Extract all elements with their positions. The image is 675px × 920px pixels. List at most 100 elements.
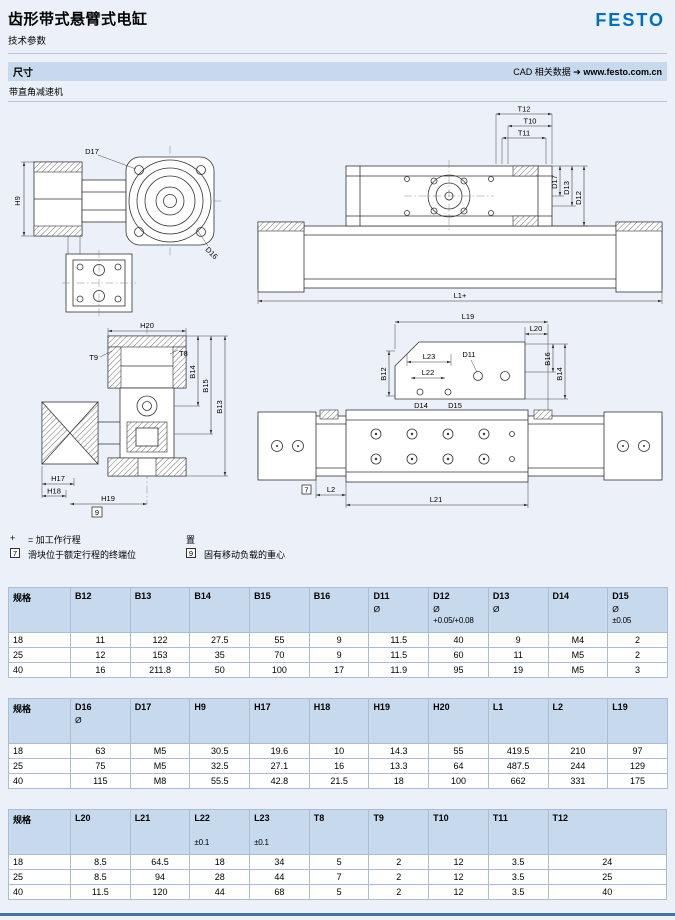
value-cell: 5: [308, 854, 370, 870]
value-cell: 100: [428, 773, 489, 789]
column-header-h9: H9: [189, 698, 251, 744]
legend-wrap-text: 置: [186, 535, 196, 545]
value-cell: 40: [547, 884, 667, 900]
column-header-h17: H17: [249, 698, 310, 744]
column-header-t12: T12: [547, 809, 667, 855]
value-cell: 3.5: [487, 854, 549, 870]
size-cell: 25: [8, 647, 71, 663]
value-cell: 18: [368, 773, 430, 789]
dim-label-l21: L21: [430, 495, 443, 504]
value-cell: 21.5: [308, 773, 370, 789]
dim-label-b13: B13: [215, 400, 224, 413]
view-gearbox-front: H9 D17 D16: [13, 146, 224, 316]
column-header-b12: B12: [70, 587, 131, 633]
value-cell: 7: [308, 869, 370, 885]
value-cell: 16: [308, 758, 370, 774]
dim-label-d15: D15: [448, 401, 462, 410]
dim-label-t12: T12: [518, 105, 531, 114]
value-cell: 12: [428, 884, 489, 900]
cad-url[interactable]: www.festo.com.cn: [583, 67, 662, 77]
value-cell: 2: [607, 647, 668, 663]
value-cell: M5: [547, 647, 609, 663]
size-cell: 40: [8, 884, 71, 900]
value-cell: 18: [189, 854, 251, 870]
view-slide-top: L19 L20 L23 L22 D11 B12 B16: [257, 312, 663, 508]
value-cell: 210: [547, 743, 609, 759]
value-cell: M5: [129, 743, 191, 759]
value-cell: 68: [249, 884, 310, 900]
value-cell: 55: [249, 632, 310, 648]
value-cell: 19: [487, 662, 549, 678]
value-cell: 55: [428, 743, 489, 759]
value-cell: 244: [547, 758, 609, 774]
column-header-t10: T10: [428, 809, 489, 855]
value-cell: 2: [368, 869, 430, 885]
value-cell: 100: [249, 662, 310, 678]
value-cell: 120: [129, 884, 191, 900]
value-cell: 3.5: [487, 884, 549, 900]
dim-label-d14: D14: [414, 401, 428, 410]
dim-label-d13: D13: [562, 181, 571, 195]
value-cell: 25: [547, 869, 667, 885]
value-cell: 9: [487, 632, 549, 648]
dim-label-h9: H9: [13, 196, 22, 206]
size-cell: 18: [8, 632, 71, 648]
value-cell: 153: [129, 647, 191, 663]
column-header-b13: B13: [129, 587, 191, 633]
value-cell: 2: [368, 884, 430, 900]
column-header-l2: L2: [547, 698, 609, 744]
page-bottom-rule: [0, 913, 675, 916]
value-cell: 11.5: [70, 884, 131, 900]
arrow-right-icon: ➔: [573, 67, 581, 77]
dim-label-h19: H19: [101, 494, 115, 503]
column-header-b14: B14: [189, 587, 251, 633]
note-7-marker: 7: [304, 485, 308, 494]
value-cell: 9: [308, 632, 370, 648]
column-header-h19: H19: [368, 698, 430, 744]
dim-label-h17: H17: [51, 474, 65, 483]
view-axis-top: T12 T10 T11 D17 D13 D12 L1+: [257, 105, 663, 304]
value-cell: 11.5: [368, 647, 430, 663]
value-cell: 487.5: [487, 758, 549, 774]
value-cell: 14.3: [368, 743, 430, 759]
column-header-t11: T11: [487, 809, 549, 855]
value-cell: 11.9: [368, 662, 430, 678]
value-cell: M8: [129, 773, 191, 789]
legend-note7-text: 滑块位于额定行程的终端位: [28, 550, 137, 560]
value-cell: 12: [428, 854, 489, 870]
dim-label-d12: D12: [574, 191, 583, 205]
value-cell: 122: [129, 632, 191, 648]
value-cell: 30.5: [189, 743, 251, 759]
legend: + = 加工作行程 置 7 滑块位于额定行程的终端位 9 固有移动负载的重心: [8, 533, 667, 563]
title-block: 齿形带式悬臂式电缸 技术参数: [8, 8, 148, 47]
dim-label-b14-top: B14: [555, 367, 564, 380]
dim-label-l1: L1+: [454, 291, 467, 300]
column-header-b16: B16: [308, 587, 370, 633]
column-header-h18: H18: [308, 698, 370, 744]
dim-label-d16: D16: [204, 245, 220, 261]
value-cell: 211.8: [129, 662, 191, 678]
legend-note7-key: 7: [10, 548, 20, 558]
value-cell: 28: [189, 869, 251, 885]
cad-link[interactable]: CAD 相关数据 ➔ www.festo.com.cn: [513, 65, 662, 78]
legend-plus-text: = 加工作行程: [28, 535, 81, 545]
dimension-drawing: H9 D17 D16: [13, 105, 663, 518]
value-cell: 44: [189, 884, 251, 900]
column-header-t9: T9: [368, 809, 430, 855]
variant-label: 带直角减速机: [8, 81, 667, 102]
page-header: 齿形带式悬臂式电缸 技术参数 FESTO: [8, 8, 667, 54]
page-subtitle: 技术参数: [8, 36, 47, 47]
dim-label-b14: B14: [188, 365, 197, 378]
value-cell: 11.5: [368, 632, 430, 648]
column-header-t8: T8: [308, 809, 370, 855]
dim-label-b15: B15: [201, 379, 210, 392]
